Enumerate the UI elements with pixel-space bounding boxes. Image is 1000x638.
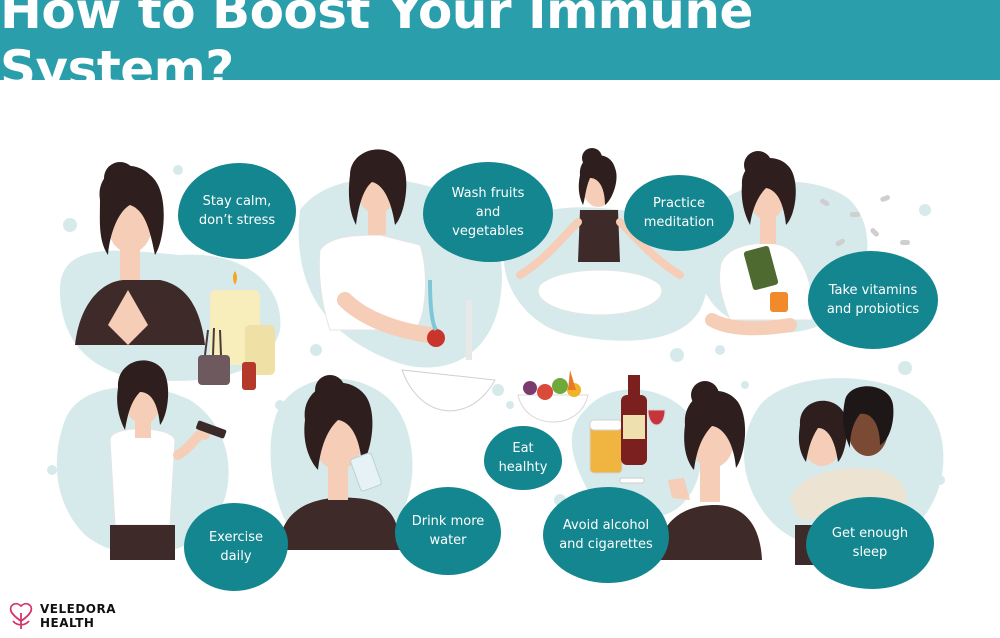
person-exercise xyxy=(109,360,227,560)
alcohol-and-beer xyxy=(589,375,666,484)
person-drink-water xyxy=(280,375,400,550)
tip-bubble-sleep: Get enough sleep xyxy=(806,497,934,589)
person-meditation xyxy=(516,148,684,316)
tip-bubble-vitamins: Take vitamins and probiotics xyxy=(808,251,938,349)
brand-logo: VELEDORA HEALTH xyxy=(8,602,116,630)
tip-text: Exercise daily xyxy=(208,530,264,564)
tip-text: Avoid alcohol and cigarettes xyxy=(559,518,653,552)
person-stay-calm xyxy=(75,162,205,345)
tip-bubble-avoid-alcohol: Avoid alcohol and cigarettes xyxy=(543,487,669,583)
tip-text: Eat healhty xyxy=(498,441,548,475)
person-wash-fruits xyxy=(318,149,496,412)
logo-mark-icon xyxy=(9,602,33,629)
pills xyxy=(820,195,910,247)
tip-bubble-wash-fruits: Wash fruits and vegetables xyxy=(423,162,553,262)
header-banner: How to Boost Your Immune System? xyxy=(0,0,1000,98)
tip-text: Take vitamins and probiotics xyxy=(826,283,920,317)
brand-line-1: VELEDORA xyxy=(40,602,117,616)
tip-text: Get enough sleep xyxy=(831,526,909,560)
tip-text: Practice meditation xyxy=(643,196,715,230)
tip-text: Drink more water xyxy=(411,514,485,548)
tip-bubble-stay-calm: Stay calm, don’t stress xyxy=(178,163,296,259)
tip-bubble-eat-healthy: Eat healhty xyxy=(484,426,562,490)
fruit-bowl xyxy=(517,370,589,423)
page-title: How to Boost Your Immune System? xyxy=(0,0,753,98)
brand-name: VELEDORA HEALTH xyxy=(40,602,116,630)
person-avoid-alcohol xyxy=(655,381,762,560)
tip-text: Wash fruits and vegetables xyxy=(451,185,525,239)
tip-text: Stay calm, don’t stress xyxy=(198,194,276,228)
tip-bubble-exercise: Exercise daily xyxy=(184,503,288,591)
tip-bubble-drink-water: Drink more water xyxy=(395,487,501,575)
candles xyxy=(198,271,275,390)
tip-bubble-meditation: Practice meditation xyxy=(624,175,734,251)
person-vitamins xyxy=(705,151,813,336)
brand-line-2: HEALTH xyxy=(40,616,95,630)
